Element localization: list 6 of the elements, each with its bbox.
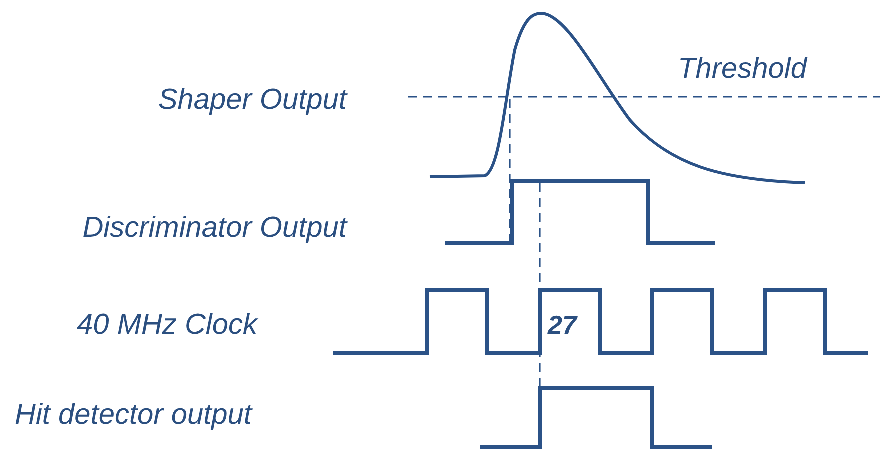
signal-label: Threshold <box>678 52 807 86</box>
signal-label: 40 MHz Clock <box>77 308 258 342</box>
signal-label: Shaper Output <box>158 83 347 117</box>
signal-label: Discriminator Output <box>82 211 347 245</box>
signal-label: Hit detector output <box>15 398 252 432</box>
clock-count-label: 27 <box>548 309 577 342</box>
